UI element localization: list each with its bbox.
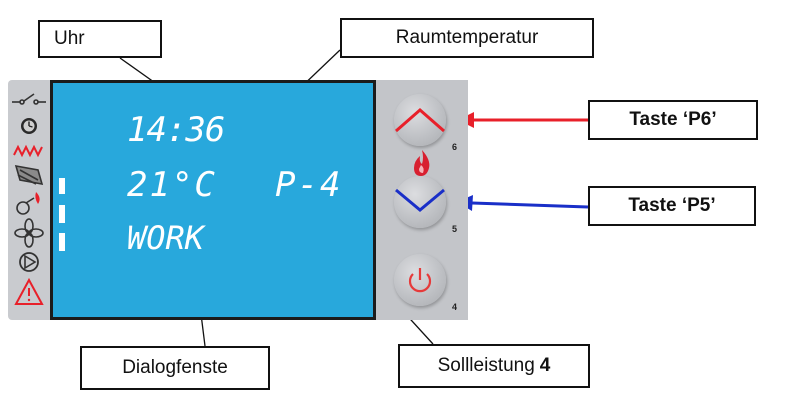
arrow-p5-line bbox=[471, 201, 589, 209]
mode-readout: WORK bbox=[127, 219, 207, 257]
callout-taste-p5: Taste ‘P5’ bbox=[588, 186, 756, 226]
level-bar bbox=[59, 233, 65, 251]
sollleistung-label: Sollleistung bbox=[437, 355, 535, 376]
fan-icon bbox=[14, 218, 44, 248]
callout-uhr: Uhr bbox=[38, 20, 162, 58]
callout-dialogfenster: Dialogfenste bbox=[80, 346, 270, 390]
chevron-up-icon bbox=[395, 108, 445, 133]
pump-icon bbox=[19, 252, 39, 272]
p6-up-button[interactable] bbox=[394, 94, 446, 146]
chevron-down-icon bbox=[395, 188, 445, 212]
clock-readout: 14:36 bbox=[127, 110, 224, 150]
warning-icon bbox=[14, 277, 44, 305]
auger-icon bbox=[14, 164, 44, 186]
switch-icon bbox=[12, 93, 46, 105]
clock-icon bbox=[21, 118, 37, 134]
power-button[interactable] bbox=[394, 254, 446, 306]
p5-down-button[interactable] bbox=[394, 176, 446, 228]
p5-button-number: 5 bbox=[452, 224, 458, 234]
heat-icon bbox=[13, 144, 43, 158]
callout-raumtemperatur: Raumtemperatur bbox=[340, 18, 594, 58]
button-panel: 6 5 4 bbox=[376, 80, 468, 320]
lcd-segments: 14:36 21°C WORK P-4 bbox=[59, 110, 342, 257]
flame-icon bbox=[414, 150, 430, 176]
level-bar bbox=[59, 178, 65, 194]
power-icon bbox=[408, 268, 432, 293]
callout-taste-p6: Taste ‘P6’ bbox=[588, 100, 758, 140]
igniter-icon bbox=[16, 192, 40, 215]
control-panel: 14:36 21°C WORK P-4 6 5 bbox=[8, 80, 468, 320]
temperature-readout: 21°C bbox=[127, 165, 217, 205]
level-bar bbox=[59, 205, 65, 223]
lcd-display: 14:36 21°C WORK P-4 bbox=[50, 80, 376, 320]
p6-button-number: 6 bbox=[452, 142, 458, 152]
power-button-number: 4 bbox=[452, 302, 458, 312]
status-icon-column bbox=[8, 80, 50, 320]
power-level-readout: P-4 bbox=[275, 165, 342, 205]
sollleistung-value: 4 bbox=[539, 355, 551, 376]
